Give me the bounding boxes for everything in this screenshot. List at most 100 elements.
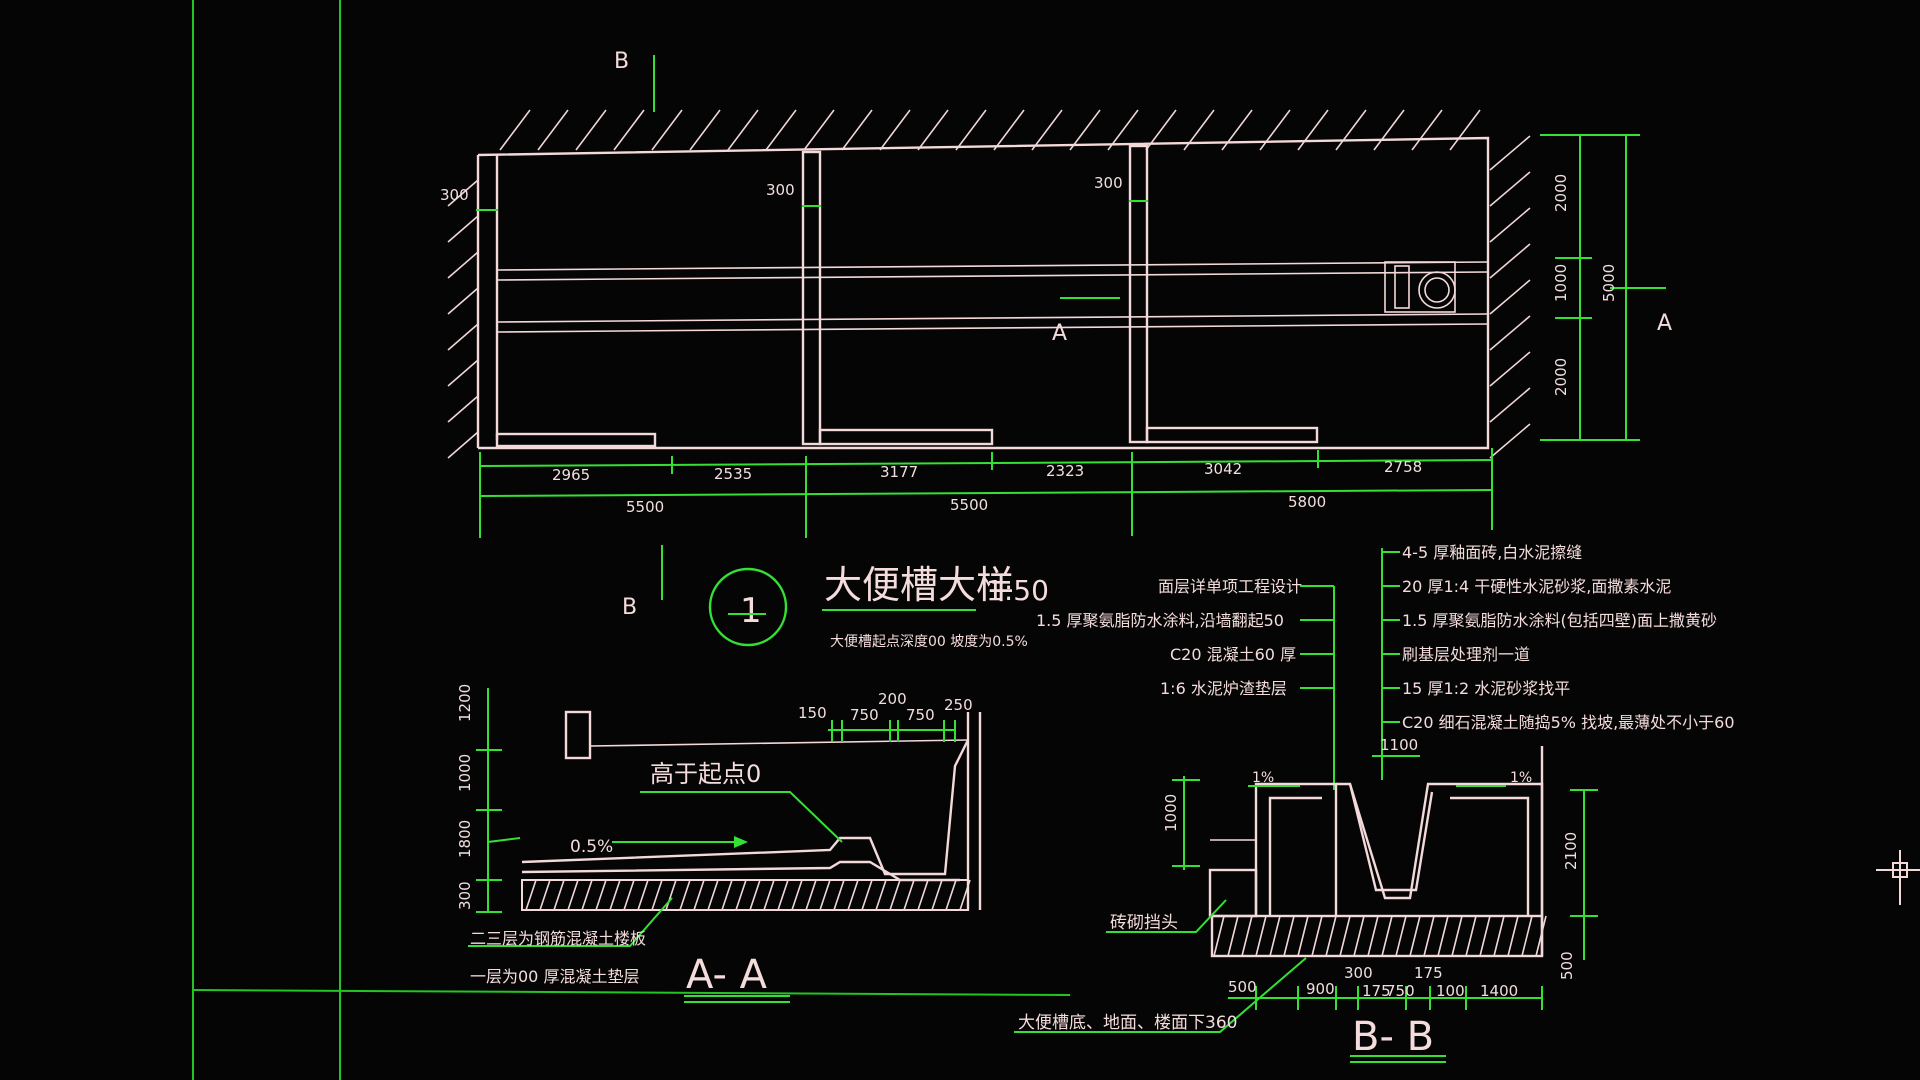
wall-thickness-label: 300 bbox=[440, 186, 469, 204]
dimension-text: 150 bbox=[798, 704, 827, 722]
wall-hatch-line bbox=[1489, 351, 1531, 387]
dimension-text: 900 bbox=[1306, 980, 1335, 998]
slab-hatch-line bbox=[917, 879, 929, 911]
wall-hatch-line bbox=[1489, 135, 1531, 171]
slab-hatch-line bbox=[525, 879, 537, 911]
slope-label: 1% bbox=[1252, 770, 1274, 786]
dimension-text: 5500 bbox=[950, 496, 988, 514]
slab-hatch-line bbox=[651, 879, 663, 911]
slab-hatching bbox=[525, 879, 971, 911]
dimension-text: 1000 bbox=[1552, 264, 1570, 302]
slope-arrowhead bbox=[734, 836, 748, 848]
layer-note-right: 15 厚1:2 水泥砂浆找平 bbox=[1402, 679, 1570, 698]
plan-view: 300 300 300 B B A A 2965 2535 3177 2323 … bbox=[440, 49, 1672, 620]
wall-hatch-line bbox=[955, 109, 987, 151]
wall-hatch-line bbox=[537, 109, 569, 151]
wall-hatch-line bbox=[917, 109, 949, 151]
dimension-text: 2100 bbox=[1562, 832, 1580, 870]
dimension-text: 1000 bbox=[1162, 794, 1180, 832]
high-point-note: 高于起点0 bbox=[650, 760, 761, 788]
high-point-leader bbox=[640, 791, 843, 843]
dimension-text: 300 bbox=[456, 881, 474, 910]
section-mark-b: B bbox=[622, 595, 637, 620]
trough-bed bbox=[521, 860, 960, 882]
slope-label: 0.5% bbox=[570, 837, 613, 857]
slab-hatch-line bbox=[609, 879, 621, 911]
slab-hatch-line bbox=[791, 879, 803, 911]
layer-note-right: 刷基层处理剂一道 bbox=[1402, 645, 1530, 664]
section-aa: 高于起点0 0.5% 1200 1000 1800 300 150 750 20… bbox=[456, 684, 982, 1003]
dimension-text: 2758 bbox=[1384, 458, 1422, 476]
floor-curb bbox=[495, 432, 657, 448]
slab-hatch-line bbox=[553, 879, 565, 911]
layer-note-right: 20 厚1:4 干硬性水泥砂浆,面撒素水泥 bbox=[1402, 577, 1671, 596]
slab-hatch-line bbox=[1283, 915, 1295, 957]
section-bb: 面层详单项工程设计 1.5 厚聚氨脂防水涂料,沿墙翻起50 C20 混凝土60 … bbox=[1014, 543, 1735, 1063]
dimension-text: 1400 bbox=[1480, 982, 1518, 1000]
slab-note: 一层为00 厚混凝土垫层 bbox=[470, 967, 639, 986]
wall-hatch-line bbox=[447, 215, 479, 243]
wall-hatch-line bbox=[1489, 171, 1531, 207]
dimension-text: 500 bbox=[1558, 951, 1576, 980]
top-line bbox=[589, 739, 969, 747]
wall-hatch-line bbox=[447, 179, 479, 207]
wall-hatch-line bbox=[1489, 207, 1531, 243]
wall-hatch-line bbox=[651, 109, 683, 151]
dimension-text: 750 bbox=[850, 706, 879, 724]
wall-hatch-line bbox=[575, 109, 607, 151]
dimension-text: 100 bbox=[1436, 982, 1465, 1000]
slab-hatch-line bbox=[1465, 915, 1477, 957]
slab-hatch-line bbox=[889, 879, 901, 911]
slab-hatch-line bbox=[665, 879, 677, 911]
slab-hatch-line bbox=[777, 879, 789, 911]
detail-note: 大便槽起点深度00 坡度为0.5% bbox=[830, 634, 1028, 650]
wall-hatch-line bbox=[1031, 109, 1063, 151]
wall-hatch-line bbox=[803, 109, 835, 151]
dimension-text: 1200 bbox=[456, 684, 474, 722]
block-note-leader bbox=[1106, 899, 1227, 933]
wall-hatch-line bbox=[689, 109, 721, 151]
slab-hatch-line bbox=[945, 879, 957, 911]
dimension-line bbox=[479, 489, 1493, 497]
wall-hatch-line bbox=[447, 323, 479, 351]
slab-hatch-line bbox=[1297, 915, 1309, 957]
dimension-text: 500 bbox=[1228, 978, 1257, 996]
wall-hatch-line bbox=[1489, 387, 1531, 423]
slab-hatch-line bbox=[1423, 915, 1435, 957]
floor-curb bbox=[1145, 426, 1319, 444]
slab-hatch-line bbox=[693, 879, 705, 911]
slab-hatch-line bbox=[1437, 915, 1449, 957]
slab-hatch-line bbox=[1479, 915, 1491, 957]
wall-hatch-line bbox=[1489, 243, 1531, 279]
layer-note-left: 面层详单项工程设计 bbox=[1158, 577, 1302, 596]
bottom-note-leader bbox=[1014, 957, 1307, 1033]
slab-hatch-line bbox=[1241, 915, 1253, 957]
dimension-text: 175 bbox=[1414, 964, 1443, 982]
wall-hatch-line bbox=[1489, 279, 1531, 315]
slab-hatch-line bbox=[931, 879, 943, 911]
drain-outlet bbox=[1384, 261, 1456, 313]
wall-hatch-line bbox=[765, 109, 797, 151]
bottom-note: 大便槽底、地面、楼面下360 bbox=[1018, 1013, 1237, 1033]
slab-hatch-line bbox=[1227, 915, 1239, 957]
section-aa-label: A- A bbox=[686, 952, 768, 998]
slab-hatch-line bbox=[539, 879, 551, 911]
dimension-text: 1000 bbox=[456, 754, 474, 792]
slab-hatch-line bbox=[721, 879, 733, 911]
viewport-frame-line bbox=[192, 989, 1071, 996]
dimension-text: 250 bbox=[944, 696, 973, 714]
wall-thickness-label: 300 bbox=[1094, 174, 1123, 192]
slab-hatch-line bbox=[903, 879, 915, 911]
partition-1 bbox=[801, 150, 822, 446]
slab-hatch-line bbox=[763, 879, 775, 911]
slab-hatch-line bbox=[1339, 915, 1351, 957]
section-mark-a: A bbox=[1657, 311, 1672, 336]
slab-note-leader bbox=[468, 897, 673, 947]
wall-hatch-line bbox=[447, 395, 479, 423]
dimension-text: 1100 bbox=[1380, 736, 1418, 754]
wall-hatch-line bbox=[1489, 423, 1531, 459]
wall-hatch-line bbox=[1449, 109, 1481, 151]
wall-hatch-line bbox=[1297, 109, 1329, 151]
dimension-text: 1800 bbox=[456, 820, 474, 858]
